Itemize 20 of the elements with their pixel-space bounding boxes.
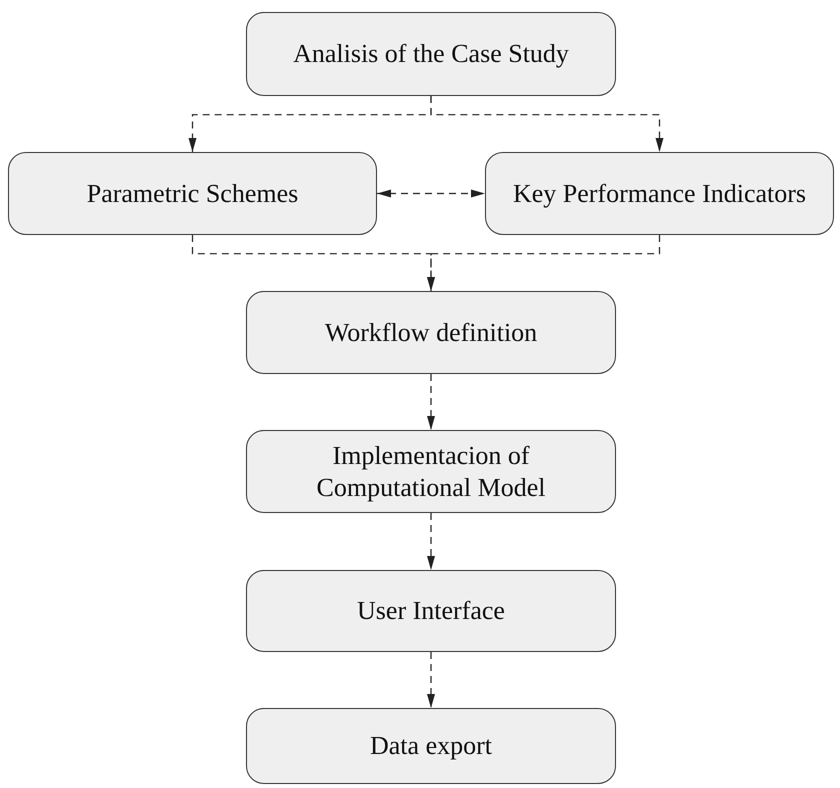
box-label: Parametric Schemes — [86, 178, 298, 210]
process-box — [246, 708, 616, 784]
arrow — [427, 374, 435, 430]
arrow — [427, 513, 435, 570]
arrow — [427, 235, 660, 291]
box-label: Implementacion of Computational Model — [316, 440, 546, 504]
arrow — [427, 652, 435, 708]
process-box — [246, 12, 616, 96]
box-label: Key Performance Indicators — [512, 178, 806, 210]
arrow — [377, 190, 485, 198]
box-label: Analisis of the Case Study — [293, 38, 569, 70]
process-box — [246, 430, 616, 513]
process-box — [8, 152, 377, 235]
box-label: Workflow definition — [324, 316, 538, 348]
box-label: Data export — [370, 730, 492, 762]
arrow — [430, 96, 664, 152]
process-box — [485, 152, 834, 235]
process-box — [246, 291, 616, 374]
box-label: User Interface — [357, 595, 505, 627]
process-box — [246, 570, 616, 652]
